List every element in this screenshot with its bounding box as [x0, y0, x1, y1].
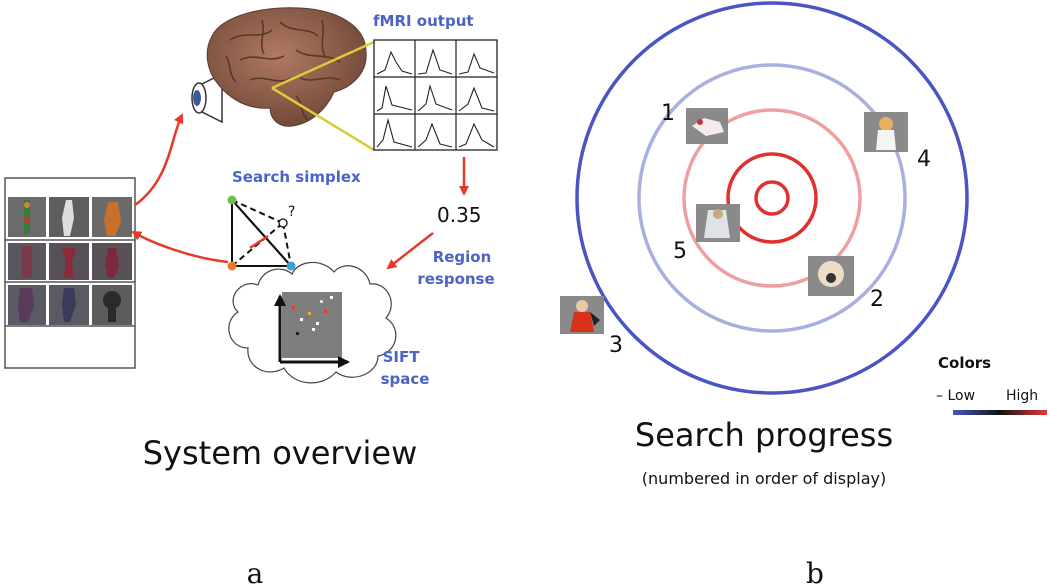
stimulus-grid [4, 177, 136, 369]
highlight-line [271, 86, 375, 152]
object-thumbnail-icon [864, 112, 908, 152]
panel-b-letter: b [806, 557, 824, 586]
legend-title: Colors [938, 354, 991, 372]
fmri-output-grid [373, 39, 498, 151]
sift-space-plot [274, 292, 350, 368]
object-thumbnail-icon [8, 243, 132, 280]
object-thumbnail-icon [696, 204, 740, 242]
flow-arrow [386, 232, 434, 270]
flow-arrow [134, 113, 184, 207]
brain-icon [206, 7, 367, 127]
order-label: 2 [870, 287, 884, 312]
object-thumbnail-icon [8, 285, 132, 325]
region-response-label: response [417, 270, 494, 288]
legend-gradient-bar [953, 410, 1047, 415]
flow-arrow [131, 230, 229, 264]
order-label: 1 [661, 101, 675, 126]
order-label: 4 [917, 147, 931, 172]
legend-low: – Low [936, 388, 975, 404]
object-thumbnail-icon [560, 296, 604, 334]
region-response-label: Region [433, 248, 492, 266]
panel-a-letter: a [247, 557, 264, 586]
panel-a: fMRI output 0.35 Region r [4, 7, 498, 586]
order-label: 5 [673, 239, 687, 264]
search-simplex [227, 195, 296, 271]
object-thumbnail-icon [808, 256, 854, 296]
question-mark: ? [288, 204, 295, 220]
color-legend: Colors – Low High [936, 354, 1047, 415]
panel-b-caption: Search progress [635, 416, 893, 454]
fmri-output-label: fMRI output [373, 12, 474, 30]
sift-space-label: SIFT [383, 348, 421, 366]
object-thumbnail-icon [686, 108, 728, 144]
highlight-line [271, 40, 375, 90]
legend-high: High [1006, 388, 1038, 404]
sift-space-label: space [381, 370, 430, 388]
search-simplex-label: Search simplex [232, 168, 361, 186]
concentric-rings [575, 1, 969, 395]
panel-b: 1 2 3 4 5 Colors – Low High Search progr… [560, 1, 1047, 586]
panel-a-caption: System overview [143, 434, 418, 472]
panel-b-subcaption: (numbered in order of display) [642, 469, 886, 488]
response-value: 0.35 [437, 203, 482, 227]
order-label: 3 [609, 333, 623, 358]
object-thumbnail-icon [8, 197, 132, 237]
